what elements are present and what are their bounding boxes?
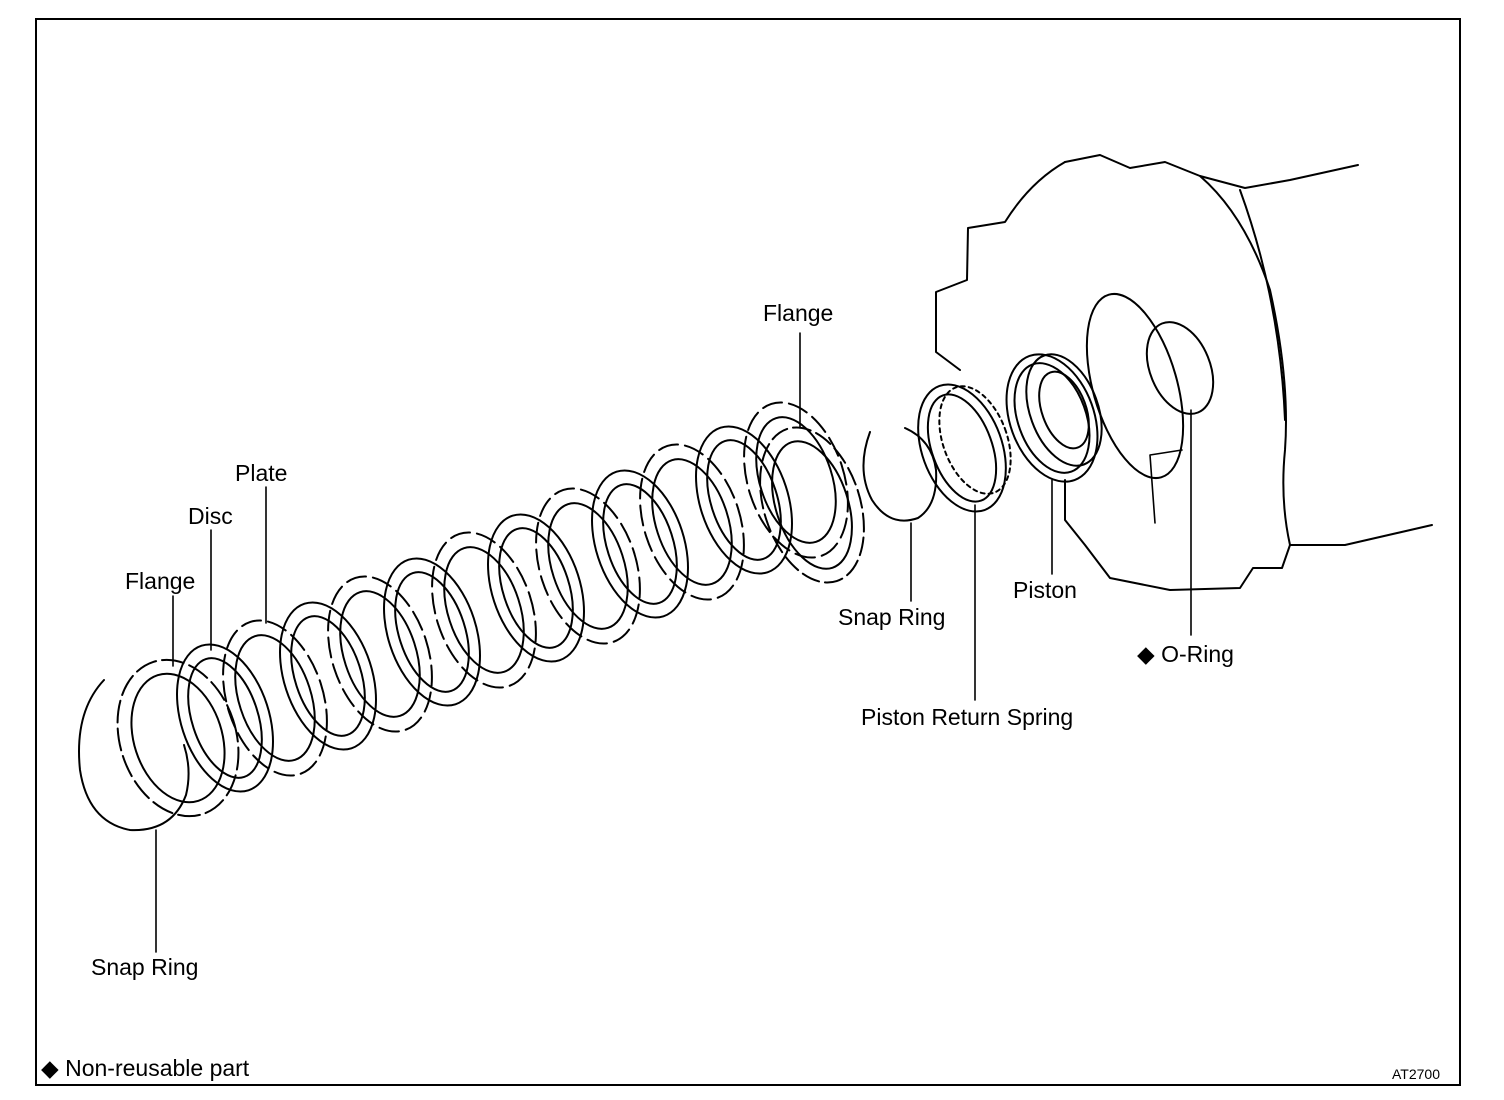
legend-marker: ◆	[41, 1055, 59, 1081]
leader-lines	[155, 332, 1192, 953]
piston-return-spring-label: Piston Return Spring	[861, 704, 1074, 730]
snap-ring-left	[78, 679, 190, 832]
legend: ◆ Non-reusable part	[41, 1057, 249, 1080]
snap-ring-left-label: Snap Ring	[91, 954, 199, 980]
piston-return-spring	[917, 383, 1012, 513]
snap-ring-right	[862, 427, 938, 522]
o-ring-label: ◆ O-Ring	[1137, 643, 1234, 666]
transmission-case	[935, 154, 1433, 591]
flange-right-label: Flange	[763, 300, 834, 326]
figure-code: AT2700	[1392, 1066, 1440, 1082]
flange-left-label: Flange	[125, 568, 196, 594]
non-reusable-marker: ◆	[1137, 641, 1155, 667]
o-ring-text: O-Ring	[1161, 641, 1234, 667]
disc-label: Disc	[188, 503, 233, 529]
clutch-pack	[176, 401, 849, 793]
legend-text: Non-reusable part	[65, 1055, 250, 1081]
flange-left	[116, 658, 240, 818]
piston	[1005, 353, 1103, 483]
diagram-frame	[35, 18, 1461, 1086]
plate-label: Plate	[235, 460, 288, 486]
flange-right	[759, 426, 865, 584]
piston-label: Piston	[1013, 577, 1077, 603]
snap-ring-right-label: Snap Ring	[838, 604, 946, 630]
